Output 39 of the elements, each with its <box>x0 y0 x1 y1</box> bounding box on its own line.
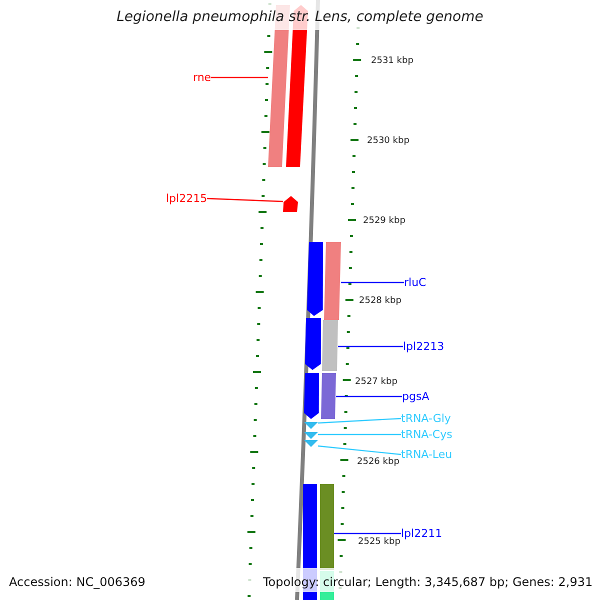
leader-line <box>318 434 401 436</box>
gene-label: lpl2211 <box>401 527 442 540</box>
leader-line <box>211 76 268 78</box>
gene-bar <box>322 320 338 371</box>
gene-bar <box>321 373 336 419</box>
gene-label: rne <box>193 71 212 84</box>
scale-label: 2528 kbp <box>359 295 402 308</box>
gene-label: rluC <box>404 276 426 289</box>
scale-label: 2525 kbp <box>358 536 400 549</box>
gene-bar <box>320 484 334 570</box>
trna-feature <box>304 440 318 447</box>
accession-text: Accession: NC_006369 <box>9 575 146 590</box>
scale-label: 2530 kbp <box>367 135 410 148</box>
leader-line <box>207 198 284 202</box>
gene-feature <box>307 242 323 316</box>
title: Legionella pneumophila str. Lens, complete genome <box>116 9 484 26</box>
trna-feature <box>304 422 318 429</box>
leader-line <box>318 418 402 424</box>
genome-summary-text: Topology: circular; Length: 3,345,687 bp; Genes: 2,931 <box>263 575 593 590</box>
gene-label: tRNA-Gly <box>401 412 451 425</box>
leader-line <box>338 346 403 348</box>
gene-label: tRNA-Cys <box>401 428 452 441</box>
scale-label: 2529 kbp <box>363 215 406 228</box>
trna-feature <box>304 432 318 439</box>
gene-label: pgsA <box>402 390 430 403</box>
gene-bar <box>324 242 341 320</box>
scale-label: 2531 kbp <box>371 55 414 68</box>
gene-feature <box>305 318 321 370</box>
leader-line <box>341 282 404 284</box>
leader-line <box>336 396 402 398</box>
gene-label: lpl2215 <box>166 192 208 205</box>
leader-line <box>334 532 401 534</box>
gene-label: tRNA-Leu <box>401 448 452 461</box>
scale-label: 2527 kbp <box>355 376 398 389</box>
leader-line <box>318 445 402 456</box>
gene-feature <box>283 196 298 212</box>
gene-feature <box>304 373 319 419</box>
scale-label: 2526 kbp <box>357 456 400 469</box>
gene-label: lpl2213 <box>403 340 444 353</box>
